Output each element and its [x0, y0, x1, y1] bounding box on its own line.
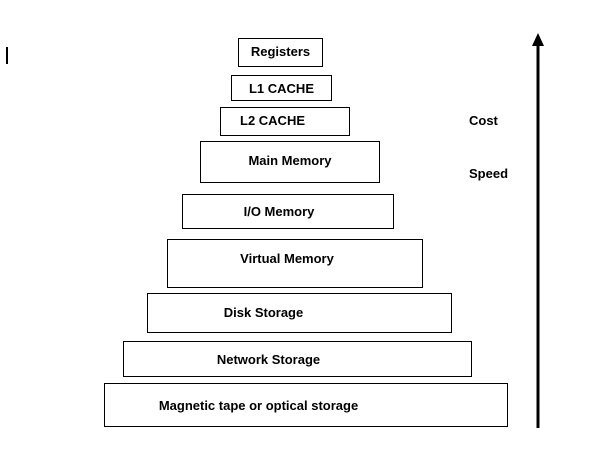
level-disk-storage: Disk Storage — [147, 293, 452, 333]
level-label: Magnetic tape or optical storage — [158, 397, 359, 413]
level-network-storage: Network Storage — [123, 341, 472, 377]
speed-label: Speed — [469, 166, 509, 181]
level-l1-cache: L1 CACHE — [231, 75, 332, 101]
level-label: Disk Storage — [223, 304, 304, 320]
level-main-memory: Main Memory — [200, 141, 380, 183]
cost-label: Cost — [469, 113, 498, 128]
level-registers: Registers — [238, 38, 323, 67]
level-label: Main Memory — [248, 152, 332, 168]
up-arrow-icon — [532, 33, 544, 428]
level-label: Network Storage — [216, 351, 321, 367]
level-l2-cache: L2 CACHE — [220, 107, 350, 136]
level-label: I/O Memory — [243, 204, 315, 219]
text-cursor-icon — [6, 47, 8, 64]
level-label: L1 CACHE — [248, 80, 314, 96]
level-io-memory: I/O Memory — [182, 194, 394, 229]
level-label: Registers — [250, 44, 311, 59]
level-magnetic-tape-optical: Magnetic tape or optical storage — [104, 383, 508, 427]
level-label: Virtual Memory — [240, 250, 334, 266]
level-label: L2 CACHE — [240, 113, 306, 128]
level-virtual-memory: Virtual Memory — [167, 239, 423, 288]
